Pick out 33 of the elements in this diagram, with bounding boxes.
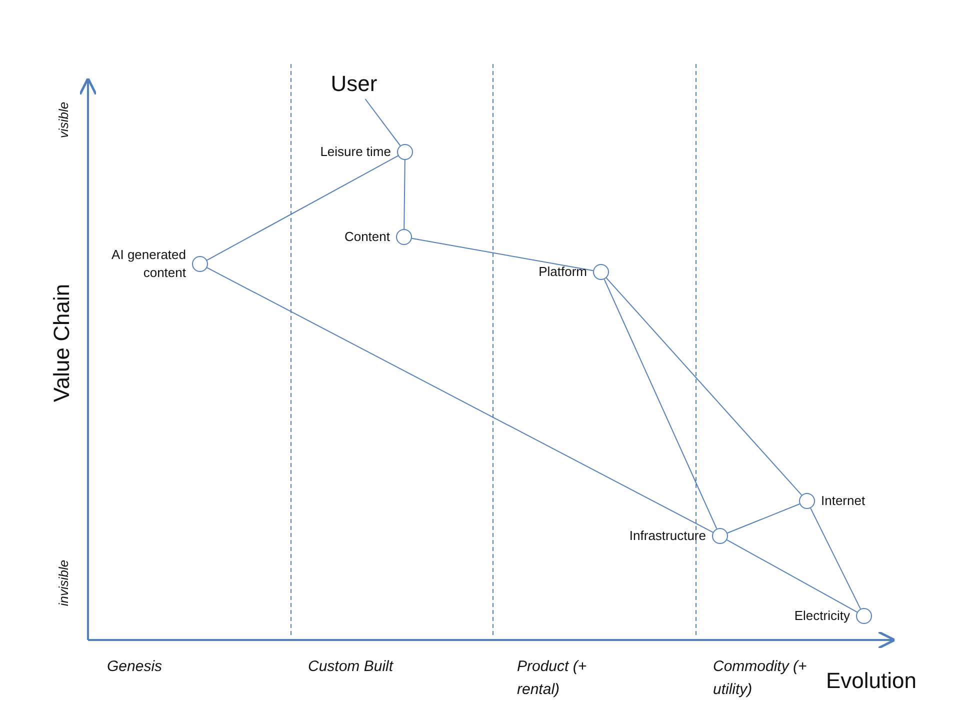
component-circle [593, 264, 609, 280]
dependency-line [411, 238, 594, 272]
component-label: Internet [821, 492, 866, 510]
dependency-line [206, 267, 714, 533]
component-circle [856, 608, 872, 624]
dependency-line [364, 98, 401, 146]
component-circle [799, 493, 815, 509]
component-label: AI generated content [110, 246, 186, 282]
axis-title: Evolution [826, 667, 918, 695]
dependency-line [726, 539, 858, 613]
stage-label: Genesis [107, 657, 164, 677]
dependency-line [606, 277, 802, 496]
dependency-line [404, 160, 406, 230]
axis-end-label: visible [54, 102, 72, 138]
component-circle [192, 256, 208, 272]
component-label: Leisure time [319, 143, 391, 161]
dependency-line [810, 508, 861, 610]
component-label: Electricity [793, 607, 850, 625]
dependency-line [726, 503, 800, 534]
stage-label: Commodity (+ utility) [713, 657, 808, 700]
stage-label: Product (+ rental) [517, 657, 588, 700]
component-label: Platform [538, 263, 587, 281]
axis-title: Value Chain [48, 284, 75, 402]
component-label: Infrastructure [628, 527, 706, 545]
axis-end-label: invisible [54, 560, 72, 606]
dependency-line [206, 155, 398, 261]
dependency-line [604, 278, 718, 530]
component-circle [396, 229, 412, 245]
component-circle [397, 144, 413, 160]
stage-label: Custom Built [308, 657, 394, 677]
component-circle [712, 528, 728, 544]
component-label: Content [343, 228, 390, 246]
user-label: User [329, 69, 379, 99]
